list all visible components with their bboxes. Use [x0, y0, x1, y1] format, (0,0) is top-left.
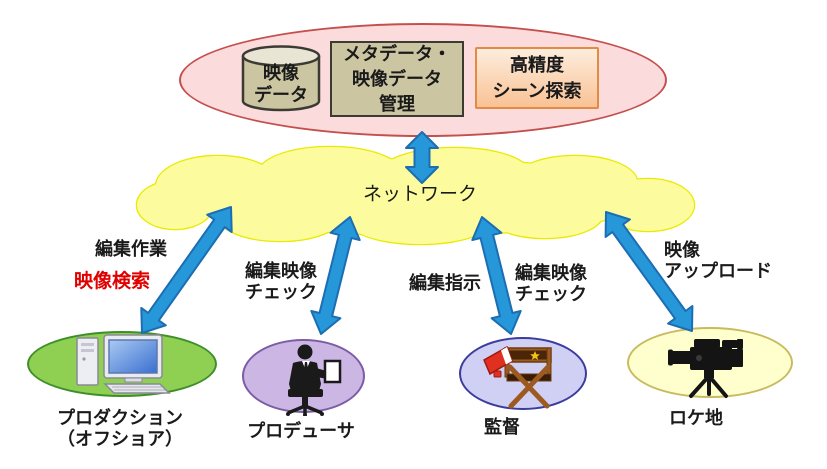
- database-label-line2: データ: [254, 85, 308, 105]
- network-cloud-shape: [218, 191, 342, 241]
- director-check-line2: チェック: [515, 284, 587, 304]
- network-cloud-shape: [511, 154, 639, 210]
- network-cloud-shape: [154, 154, 282, 218]
- network-cloud-shape: [156, 156, 280, 216]
- director-chair-megaphone-icon: [483, 345, 552, 409]
- production-label-line2: （オフショア）: [57, 429, 183, 449]
- network-cloud-shape: [135, 179, 215, 231]
- producer-node-label: プロデューサ: [247, 421, 355, 441]
- video-upload-line1: 映像: [664, 240, 700, 260]
- scene-search-line1: 高精度: [510, 55, 564, 75]
- director-check-line1: 編集映像: [515, 263, 587, 283]
- edge-label-video-upload: 映像 アップロード: [664, 240, 772, 282]
- desktop-computer-icon: [76, 334, 171, 394]
- network-cloud-shape: [216, 189, 344, 243]
- producer-check-line1: 編集映像: [245, 261, 317, 281]
- network-cloud-shape: [600, 177, 696, 233]
- production-label-line1: プロダクション: [57, 408, 183, 428]
- network-cloud-shape: [513, 156, 637, 208]
- video-camera-tripod-icon: [668, 339, 743, 398]
- database-label: 映像 データ: [254, 62, 308, 106]
- scene-search-box: 高精度 シーン探索: [475, 47, 599, 109]
- network-cloud-shape: [485, 188, 605, 240]
- network-cloud-shape: [602, 179, 694, 231]
- management-box-line1: メタデータ・: [343, 43, 451, 64]
- database-cylinder-icon: [241, 45, 321, 112]
- edge-label-editing-task: 編集作業: [95, 239, 167, 259]
- network-cloud-shape: [487, 190, 603, 238]
- businessman-office-chair-icon: [286, 344, 342, 416]
- video-search-label: 映像検索: [73, 271, 151, 292]
- flow-arrow: [310, 216, 361, 335]
- scene-search-line2: シーン探索: [492, 81, 582, 101]
- edge-label-producer-check: 編集映像 チェック: [245, 261, 317, 303]
- director-node-label: 監督: [484, 417, 520, 437]
- video-upload-line2: アップロード: [664, 261, 772, 281]
- producer-check-line2: チェック: [245, 282, 317, 302]
- production-node-label: プロダクション （オフショア）: [57, 408, 183, 450]
- management-box-line2: 映像データ: [352, 68, 442, 89]
- database-label-line1: 映像: [263, 63, 299, 83]
- location-node-label: ロケ地: [669, 408, 723, 428]
- edge-label-director-check: 編集映像 チェック: [515, 263, 587, 305]
- network-label: ネットワーク: [362, 184, 478, 205]
- network-cloud-shape: [137, 181, 213, 229]
- management-box: メタデータ・ 映像データ 管理: [330, 41, 464, 117]
- flow-arrow: [405, 131, 439, 184]
- flow-arrow: [140, 206, 233, 334]
- management-box-line3: 管理: [379, 93, 415, 114]
- edge-label-edit-instruction: 編集指示: [409, 273, 481, 293]
